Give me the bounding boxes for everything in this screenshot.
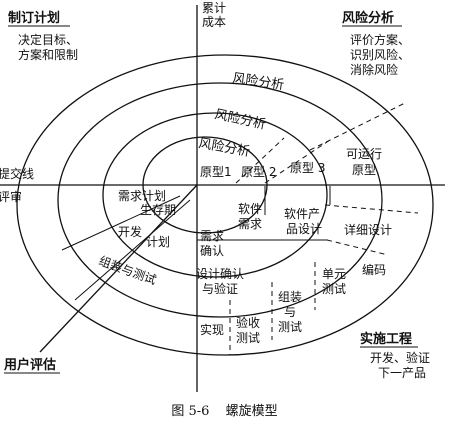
- product-design-2: 品设计: [286, 222, 322, 236]
- dashed-divider-4: [324, 204, 419, 214]
- implementation: 实现: [200, 322, 224, 337]
- life-cycle: 生存期: [140, 203, 176, 217]
- risk-analysis-inner: 风险分析: [197, 136, 251, 160]
- software-requirements-2: 需求: [238, 217, 262, 231]
- runnable-prototype-1: 可运行: [346, 147, 382, 161]
- req-confirm-2: 确认: [200, 244, 224, 258]
- y-axis-label-1: 累计: [202, 1, 226, 15]
- prototype-2: 原型 2: [241, 165, 276, 179]
- risk-desc-2: 识别风险、: [350, 47, 410, 62]
- detailed-design: 详细设计: [344, 222, 392, 237]
- plan-desc-1: 决定目标、: [18, 32, 78, 47]
- runnable-prototype-2: 原型: [352, 163, 376, 177]
- user-eval-title: 用户评估: [3, 357, 56, 373]
- risk-analysis-outer: 风险分析: [231, 71, 285, 93]
- product-design-1: 软件产: [284, 207, 320, 221]
- plan-label: 计划: [146, 235, 170, 249]
- planning-line: [74, 199, 191, 301]
- acceptance-test-2: 测试: [236, 330, 260, 345]
- assembly-test-1: 组装: [278, 290, 302, 304]
- req-confirm-1: 需求: [200, 229, 224, 243]
- dev-label: 开发: [118, 224, 142, 239]
- user-evaluation-line: [39, 184, 198, 353]
- figure-number: 图 5-6: [171, 404, 210, 419]
- assembly-test-2: 与: [284, 305, 296, 319]
- risk-desc-1: 评价方案、: [350, 32, 410, 47]
- spiral-third: [57, 82, 383, 318]
- risk-desc-3: 消除风险: [350, 62, 398, 77]
- design-verify-2: 与验证: [202, 281, 238, 296]
- y-axis-label-2: 成本: [202, 15, 226, 29]
- plan-desc-2: 方案和限制: [18, 47, 78, 62]
- unit-test-2: 测试: [322, 281, 346, 296]
- prototype-1: 原型1: [200, 165, 232, 179]
- figure-title: 螺旋模型: [225, 404, 278, 419]
- assembly-test-3: 测试: [278, 319, 302, 334]
- spiral-inner: [142, 136, 268, 234]
- design-verify-1: 设计确认: [196, 267, 244, 281]
- requirements-plan: 需求计划: [118, 189, 166, 203]
- spiral-second: [102, 112, 328, 278]
- dashed-divider-5: [326, 239, 389, 256]
- coding: 编码: [362, 262, 386, 277]
- unit-test-1: 单元: [322, 267, 346, 281]
- engineering-desc-2: 下一产品: [378, 366, 426, 380]
- review-label: 评审: [0, 189, 22, 204]
- risk-analysis-middle: 风险分析: [213, 107, 267, 132]
- dashed-divider-2: [264, 139, 331, 184]
- plan-title: 制订计划: [8, 10, 60, 26]
- risk-title: 风险分析: [342, 10, 394, 26]
- commit-line-label: 提交线: [0, 166, 34, 181]
- engineering-title: 实施工程: [360, 331, 412, 347]
- figure-caption: 图 5-6 螺旋模型: [0, 400, 449, 419]
- acceptance-test-1: 验收: [236, 315, 260, 330]
- software-requirements-1: 软件: [238, 202, 262, 216]
- review-line: [61, 195, 181, 251]
- dashed-divider-1: [235, 137, 285, 184]
- prototype-3: 原型 3: [290, 161, 325, 175]
- spiral-outer: [16, 54, 434, 356]
- engineering-desc-1: 开发、验证: [370, 350, 430, 365]
